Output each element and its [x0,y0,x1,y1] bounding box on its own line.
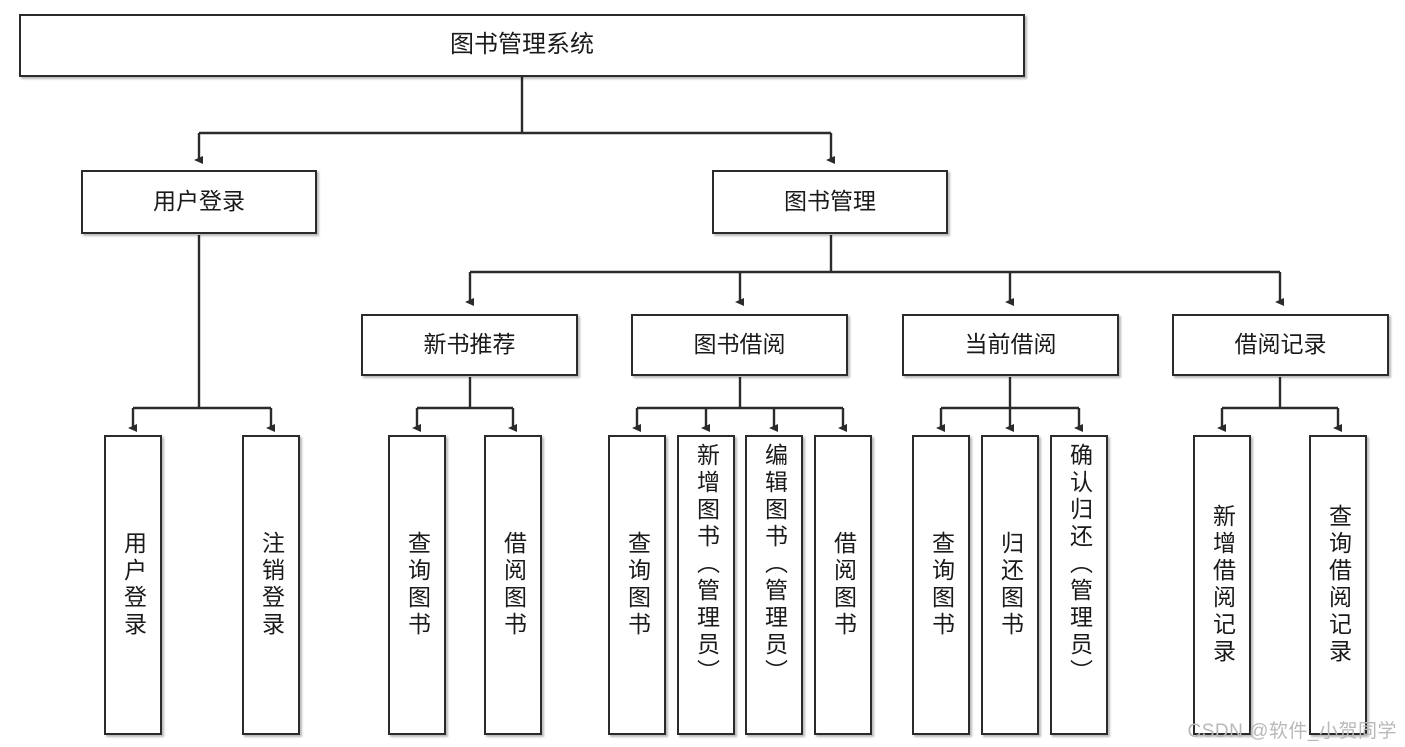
node-label: 新增图书（管理员） [693,443,720,686]
node-label: 图书管理 [784,188,876,215]
leaf-borrow-edit-book[interactable]: 编辑图书（管理员） [745,435,803,735]
node-label: 借阅图书 [830,531,857,639]
node-label: 图书借阅 [693,331,786,358]
leaf-borrow-add-book[interactable]: 新增图书（管理员） [677,435,735,735]
leaf-record-add[interactable]: 新增借阅记录 [1193,435,1251,735]
node-label: 注销登录 [258,531,285,639]
leaf-current-confirm-return[interactable]: 确认归还（管理员） [1050,435,1108,735]
node-label: 查询图书 [404,531,431,639]
node-label: 确认归还（管理员） [1066,443,1093,686]
node-user-login[interactable]: 用户登录 [81,170,317,234]
node-label: 用户登录 [153,188,245,215]
leaf-borrow-borrow-book[interactable]: 借阅图书 [814,435,872,735]
node-label: 查询借阅记录 [1325,504,1352,666]
node-label: 图书管理系统 [450,31,594,59]
node-label: 编辑图书（管理员） [761,443,788,686]
node-label: 当前借阅 [964,331,1057,358]
leaf-user-logout[interactable]: 注销登录 [242,435,300,735]
node-root-system[interactable]: 图书管理系统 [19,14,1025,77]
node-label: 查询图书 [624,531,651,639]
leaf-new-book-borrow[interactable]: 借阅图书 [484,435,542,735]
leaf-borrow-query-book[interactable]: 查询图书 [608,435,666,735]
leaf-new-book-query[interactable]: 查询图书 [388,435,446,735]
node-book-borrow[interactable]: 图书借阅 [631,314,848,376]
leaf-current-return-book[interactable]: 归还图书 [981,435,1039,735]
node-label: 新增借阅记录 [1209,504,1236,666]
leaf-user-login[interactable]: 用户登录 [104,435,162,735]
node-book-management[interactable]: 图书管理 [712,170,948,234]
node-label: 用户登录 [120,531,147,639]
node-label: 借阅记录 [1234,331,1327,358]
node-current-borrow[interactable]: 当前借阅 [902,314,1119,376]
node-borrow-record[interactable]: 借阅记录 [1172,314,1389,376]
node-label: 借阅图书 [500,531,527,639]
node-label: 新书推荐 [423,331,516,358]
csdn-watermark: CSDN @软件_小贺同学 [1187,721,1397,742]
node-label: 查询图书 [928,531,955,639]
node-label: 归还图书 [997,531,1024,639]
leaf-record-query[interactable]: 查询借阅记录 [1309,435,1367,735]
node-new-book-recommend[interactable]: 新书推荐 [361,314,578,376]
leaf-current-query-book[interactable]: 查询图书 [912,435,970,735]
